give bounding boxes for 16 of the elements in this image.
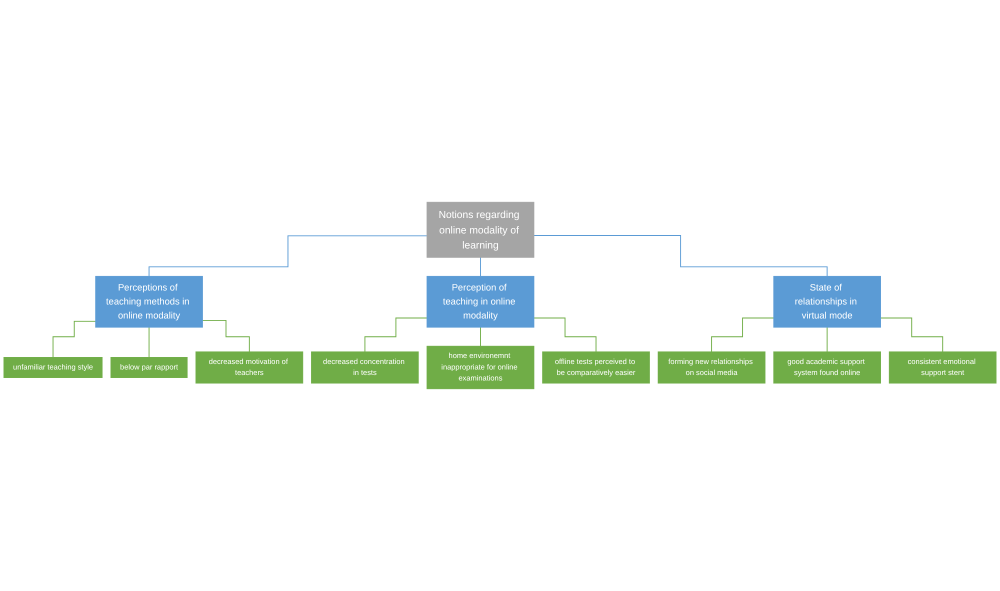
connector — [534, 235, 828, 277]
node-box: State of relationships in virtual mode — [773, 276, 881, 328]
connector — [480, 326, 481, 347]
connector — [480, 257, 481, 277]
connector — [826, 326, 828, 352]
connector — [148, 326, 150, 358]
node-box: Perceptions of teaching methods in online modality — [95, 276, 203, 328]
connector — [52, 320, 96, 358]
connector — [880, 318, 944, 352]
connector — [711, 318, 774, 352]
node-box: Perception of teaching in online modality — [426, 276, 534, 328]
connector — [534, 318, 596, 352]
connector — [148, 235, 428, 277]
node-box: Notions regarding online modality of learning — [426, 202, 534, 258]
connector — [364, 318, 428, 352]
connector — [202, 320, 250, 352]
